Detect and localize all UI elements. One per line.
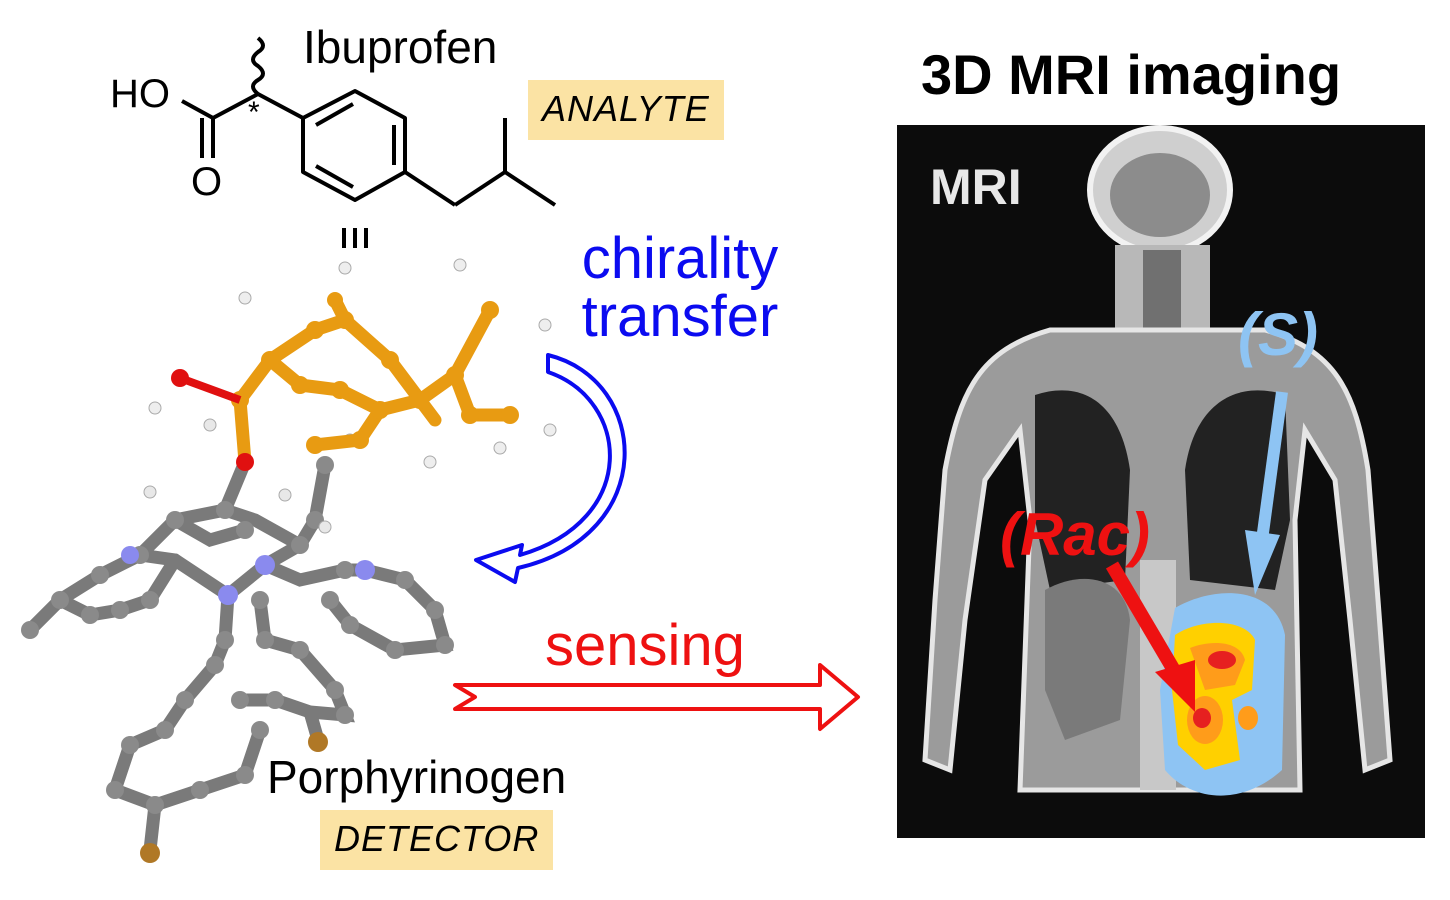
ibuprofen-structure	[181, 36, 557, 248]
sensing-arrow	[453, 663, 860, 731]
porphyrinogen-atoms	[21, 418, 454, 863]
mri-inset-label: MRI	[930, 159, 1022, 215]
chirality-line-2: transfer	[581, 284, 779, 349]
racemate-label: (Rac)	[1000, 501, 1151, 568]
ibuprofen-3d-atoms	[148, 258, 557, 471]
ibuprofen-title: Ibuprofen	[303, 21, 498, 73]
mri-panel	[897, 125, 1425, 838]
sensing-label: sensing	[545, 613, 745, 678]
chirality-line-1: chirality	[581, 226, 779, 291]
chirality-arrow	[474, 353, 627, 584]
carbonyl-oxygen-label: O	[191, 160, 223, 204]
s-enantiomer-label: (S)	[1238, 301, 1318, 368]
detector-tag: DETECTOR	[320, 810, 554, 870]
hydroxyl-label: HO	[110, 72, 170, 116]
chirality-label: chirality transfer	[565, 230, 795, 346]
ibuprofen-3d-model	[233, 293, 517, 469]
stereocenter-mark: *	[248, 96, 260, 129]
porphyrinogen-title: Porphyrinogen	[267, 751, 567, 803]
analyte-tag: ANALYTE	[528, 80, 724, 140]
mri-heading: 3D MRI imaging	[921, 43, 1342, 106]
